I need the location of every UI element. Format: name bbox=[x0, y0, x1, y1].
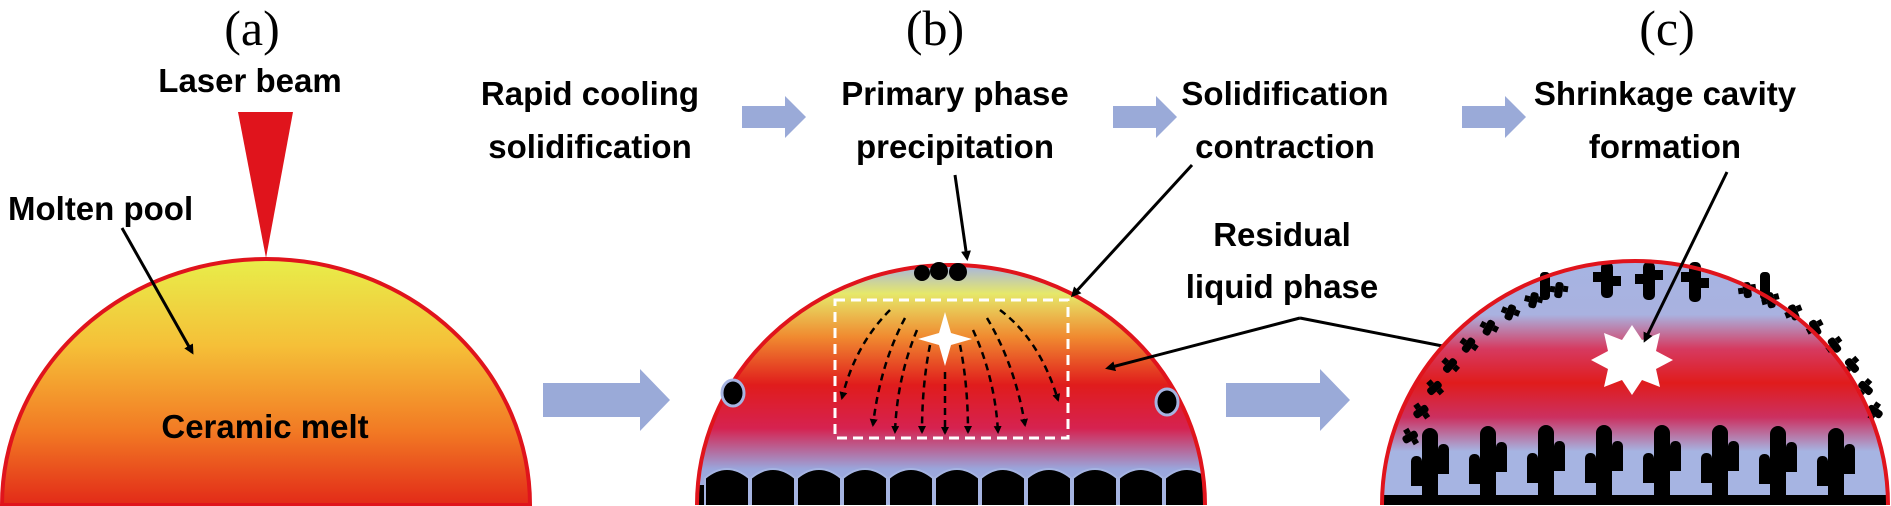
molten-pool-a bbox=[0, 257, 533, 506]
ceramic-melt-label: Ceramic melt bbox=[161, 408, 368, 445]
step-shrinkage-line1: Shrinkage cavity bbox=[1534, 75, 1797, 112]
solid-layer-bottom bbox=[697, 468, 1205, 505]
primary-phase-pointer bbox=[953, 174, 971, 261]
step-solidification-line2: contraction bbox=[1195, 128, 1375, 165]
contraction-region-box bbox=[833, 298, 1070, 440]
transition-arrow-b-c bbox=[1226, 369, 1350, 431]
solidification-pointer bbox=[1070, 163, 1194, 298]
residual-label-line1: Residual bbox=[1213, 216, 1351, 253]
panel-label-b: (b) bbox=[906, 0, 964, 56]
wall-dendrites bbox=[1398, 262, 1887, 449]
step-primary-phase-line2: precipitation bbox=[856, 128, 1054, 165]
primary-phase-nuclei bbox=[720, 262, 1180, 417]
step-rapid-cooling-line1: Rapid cooling bbox=[481, 75, 699, 112]
molten-pool-pointer bbox=[120, 227, 194, 355]
step-shrinkage-line2: formation bbox=[1589, 128, 1741, 165]
residual-pointer-b bbox=[1105, 316, 1301, 372]
flow-lines bbox=[839, 309, 1061, 435]
transition-arrow-a-b bbox=[543, 369, 670, 431]
laser-beam-label: Laser beam bbox=[158, 62, 341, 99]
process-arrow-3 bbox=[1462, 96, 1526, 138]
process-arrow-1 bbox=[742, 96, 806, 138]
step-primary-phase-line1: Primary phase bbox=[841, 75, 1068, 112]
residual-label-line2: liquid phase bbox=[1186, 268, 1379, 305]
molten-pool-b bbox=[695, 263, 1207, 506]
laser-beam-cone bbox=[238, 112, 293, 258]
panel-label-c: (c) bbox=[1639, 0, 1695, 56]
process-arrow-2 bbox=[1113, 96, 1177, 138]
contraction-center-star bbox=[918, 312, 972, 366]
solid-dendrites bbox=[1382, 425, 1888, 505]
step-solidification-line1: Solidification bbox=[1181, 75, 1388, 112]
panel-label-a: (a) bbox=[224, 0, 280, 56]
molten-pool-label: Molten pool bbox=[8, 190, 193, 227]
step-rapid-cooling-line2: solidification bbox=[488, 128, 692, 165]
shrinkage-pointer bbox=[1643, 171, 1729, 343]
